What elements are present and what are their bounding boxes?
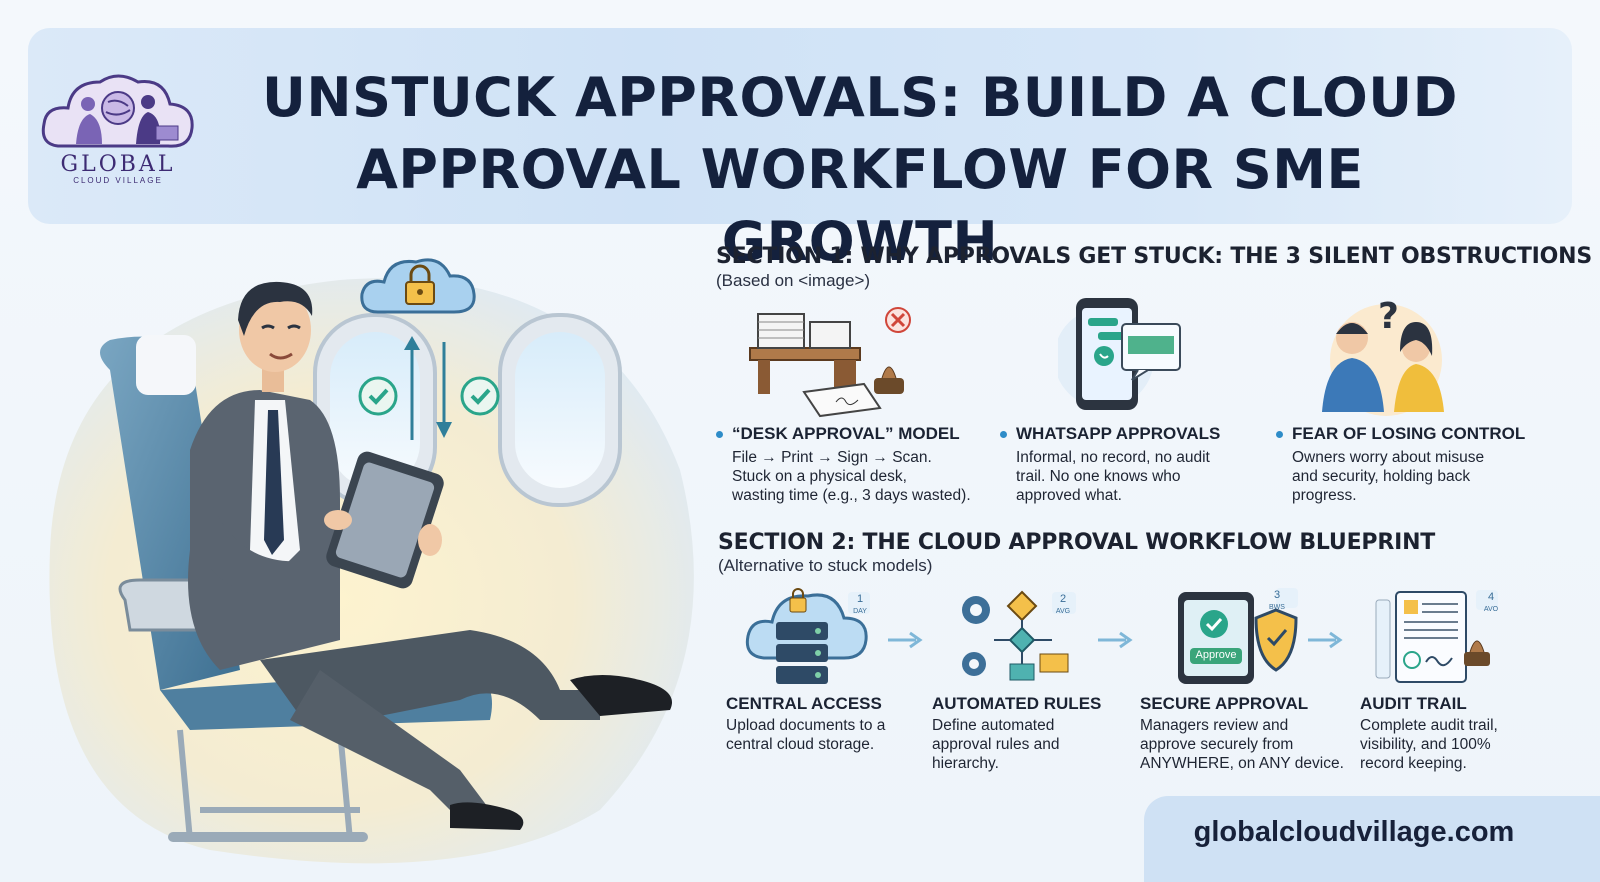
obstruction-text: and security, holding back [1292, 468, 1471, 485]
step-heading: SECURE APPROVAL [1140, 694, 1309, 713]
workflow-gears-icon [962, 590, 1076, 681]
step-text: approve securely from [1140, 736, 1294, 753]
svg-text:?: ? [1378, 298, 1399, 337]
step-text: approval rules and [932, 736, 1060, 753]
logo: GLOBAL CLOUD VILLAGE [38, 64, 198, 194]
airplane-window-2 [498, 313, 622, 507]
section2-title: SECTION 2: THE CLOUD APPROVAL WORKFLOW B… [718, 530, 1436, 555]
arrow-right-icon [1308, 631, 1343, 649]
phone-chat-icon [1058, 298, 1181, 410]
cloud-people-logo-icon [41, 74, 194, 148]
logo-tagline: CLOUD VILLAGE [73, 176, 163, 185]
section1-title: SECTION 1: WHY APPROVALS GET STUCK: THE … [716, 244, 1592, 269]
cloud-server-icon [745, 588, 870, 684]
worried-people-icon: ? [1322, 298, 1444, 416]
obstruction-heading: FEAR OF LOSING CONTROL [1292, 424, 1526, 443]
section2-subtitle: (Alternative to stuck models) [718, 556, 933, 575]
obstruction-fear-of-control: FEAR OF LOSING CONTROL Owners worry abou… [1276, 424, 1566, 505]
step-text: Managers review and [1140, 717, 1289, 734]
cloud-lock-icon [360, 258, 476, 314]
step-text: Complete audit trail, [1360, 717, 1498, 734]
step-audit-trail: AUDIT TRAIL Complete audit trail, visibi… [1360, 694, 1560, 773]
obstruction-text: approved what. [1016, 487, 1122, 504]
step-text: central cloud storage. [726, 736, 875, 753]
tablet-shield-icon [1178, 588, 1298, 684]
step-text: record keeping. [1360, 755, 1467, 772]
logo-name: GLOBAL [60, 152, 176, 177]
step-text: ANYWHERE, on ANY device. [1140, 755, 1344, 772]
check-bubble-icon [460, 376, 500, 416]
obstruction-text: trail. No one knows who [1016, 468, 1181, 485]
businessman-on-plane-illustration [49, 258, 694, 864]
businessman-figure [188, 281, 672, 830]
obstruction-text: File → Print → Sign → Scan. [732, 449, 932, 466]
obstruction-text: Owners worry about misuse [1292, 449, 1485, 466]
step-heading: AUTOMATED RULES [932, 694, 1102, 713]
audit-document-stamp-icon [1375, 590, 1498, 683]
page-title: UNSTUCK APPROVALS: BUILD A CLOUD APPROVA… [210, 62, 1510, 278]
obstruction-desk-approval: “DESK APPROVAL” MODEL File → Print → Sig… [716, 424, 1006, 505]
title-line-2: APPROVAL WORKFLOW FOR SME GROWTH [356, 138, 1364, 273]
obstruction-heading: “DESK APPROVAL” MODEL [732, 424, 960, 443]
step-text: Define automated [932, 717, 1055, 734]
bullet-icon [1276, 430, 1283, 438]
obstruction-whatsapp: WHATSAPP APPROVALS Informal, no record, … [1000, 424, 1260, 505]
step-text: Upload documents to a [726, 717, 886, 734]
bullet-icon [1000, 430, 1007, 438]
obstruction-text: Informal, no record, no audit [1016, 449, 1210, 466]
step-heading: AUDIT TRAIL [1360, 694, 1467, 713]
approve-button: Approve [1195, 649, 1237, 661]
arrow-right-icon [888, 631, 923, 649]
obstruction-text: progress. [1292, 487, 1357, 504]
arrow-right-icon [1098, 631, 1133, 649]
step-automated-rules: AUTOMATED RULES Define automated approva… [932, 694, 1132, 773]
title-line-1: UNSTUCK APPROVALS: BUILD A CLOUD [262, 66, 1458, 129]
header-banner [28, 28, 1572, 224]
obstruction-text: wasting time (e.g., 3 days wasted). [732, 487, 971, 504]
check-bubble-icon [358, 376, 398, 416]
step-central-access: CENTRAL ACCESS Upload documents to a cen… [726, 694, 926, 754]
website-url[interactable]: globalcloudvillage.com [1193, 816, 1515, 848]
step-text: visibility, and 100% [1360, 736, 1491, 753]
bullet-icon [716, 430, 723, 438]
step-heading: CENTRAL ACCESS [726, 694, 882, 713]
obstruction-text: Stuck on a physical desk, [732, 468, 907, 485]
step-secure-approval: SECURE APPROVAL Managers review and appr… [1140, 694, 1360, 773]
obstruction-heading: WHATSAPP APPROVALS [1016, 424, 1221, 443]
footer-url-box: globalcloudvillage.com [1144, 796, 1600, 882]
section1-subtitle: (Based on <image>) [716, 271, 871, 290]
step-text: hierarchy. [932, 755, 999, 772]
paper-stack-desk-icon [749, 307, 911, 418]
